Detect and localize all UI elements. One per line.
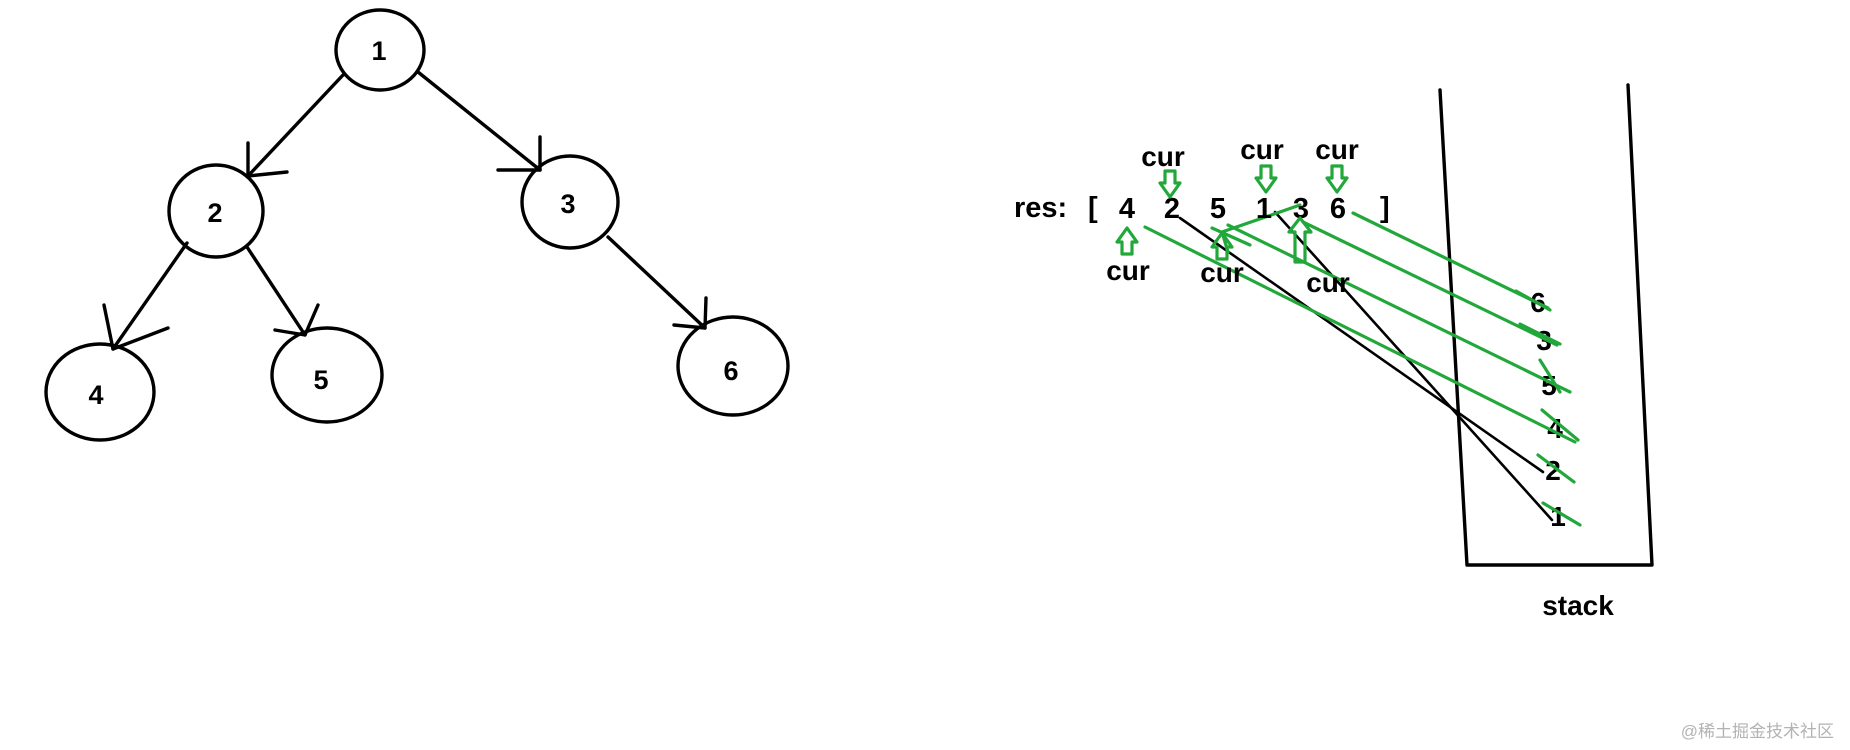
arrow-up-icon xyxy=(1115,226,1139,256)
res-prefix: res: xyxy=(1014,192,1067,224)
strike-item-6 xyxy=(1514,289,1552,312)
arrowhead-3-6 xyxy=(672,296,708,330)
edge-1-3 xyxy=(416,70,542,172)
pop-lines xyxy=(1178,210,1554,522)
arrowhead-2-5 xyxy=(273,303,320,337)
cur-pointers: cur cur cur cur cur cur xyxy=(1106,134,1359,298)
tree-node-label: 1 xyxy=(371,36,386,66)
stack: stack 6 3 5 4 2 1 xyxy=(1438,83,1654,621)
strike-item-1 xyxy=(1541,501,1582,527)
stack-container xyxy=(1438,83,1654,567)
arrow-down-icon xyxy=(1254,164,1278,194)
res-value-5: 5 xyxy=(1210,193,1226,225)
tree-node-5: 5 xyxy=(270,326,384,424)
push-line-5-tick xyxy=(1210,226,1252,247)
edge-2-5 xyxy=(245,245,307,337)
strike-item-4 xyxy=(1540,408,1580,442)
arrowhead-1-3 xyxy=(496,135,542,172)
tree-node-label: 5 xyxy=(313,365,328,395)
tree-node-4: 4 xyxy=(44,342,156,442)
strike-item-2 xyxy=(1536,453,1576,484)
cur-label-top-1: cur xyxy=(1240,134,1284,165)
push-line-3 xyxy=(1301,220,1559,347)
tree-node-label: 4 xyxy=(88,380,103,410)
pop-line-1 xyxy=(1273,210,1554,522)
edge-3-6 xyxy=(606,235,707,330)
tree-node-1: 1 xyxy=(334,8,426,92)
stack-label: stack xyxy=(1542,590,1614,621)
tree-node-6: 6 xyxy=(676,315,790,417)
edge-2-4 xyxy=(111,241,189,351)
cur-label-bottom-4: cur xyxy=(1106,255,1150,286)
res-value-1: 1 xyxy=(1256,193,1272,225)
res-value-4: 4 xyxy=(1119,193,1135,225)
res-array: res: [ 4 2 5 1 3 6 ] xyxy=(1014,192,1390,225)
pop-line-2 xyxy=(1178,216,1545,474)
strike-item-5 xyxy=(1538,358,1562,394)
tree-node-label: 3 xyxy=(560,189,575,219)
res-open-bracket: [ xyxy=(1088,192,1098,224)
arrow-down-icon xyxy=(1325,164,1349,194)
cur-label-top-6: cur xyxy=(1315,134,1359,165)
tree-node-label: 6 xyxy=(723,356,738,386)
push-line-5 xyxy=(1226,223,1572,394)
cur-label-bottom-3: cur xyxy=(1306,267,1350,298)
res-close-bracket: ] xyxy=(1380,192,1390,224)
watermark: @稀土掘金技术社区 xyxy=(1680,722,1834,741)
tree: 1 2 3 4 5 6 xyxy=(44,8,790,442)
cur-label-top-2: cur xyxy=(1141,141,1185,172)
stack-item-4: 4 xyxy=(1547,413,1563,444)
tree-node-3: 3 xyxy=(520,154,620,250)
res-value-6: 6 xyxy=(1330,193,1346,225)
cur-label-bottom-5: cur xyxy=(1200,257,1244,288)
strike-item-3 xyxy=(1518,322,1562,346)
res-value-3: 3 xyxy=(1293,193,1309,225)
tree-node-2: 2 xyxy=(167,163,265,259)
push-line-4 xyxy=(1143,225,1577,444)
arrow-up-icon xyxy=(1287,216,1313,264)
arrowhead-2-4 xyxy=(102,303,170,351)
tree-node-label: 2 xyxy=(207,198,222,228)
res-value-2: 2 xyxy=(1164,193,1180,225)
edge-1-2 xyxy=(246,73,345,178)
